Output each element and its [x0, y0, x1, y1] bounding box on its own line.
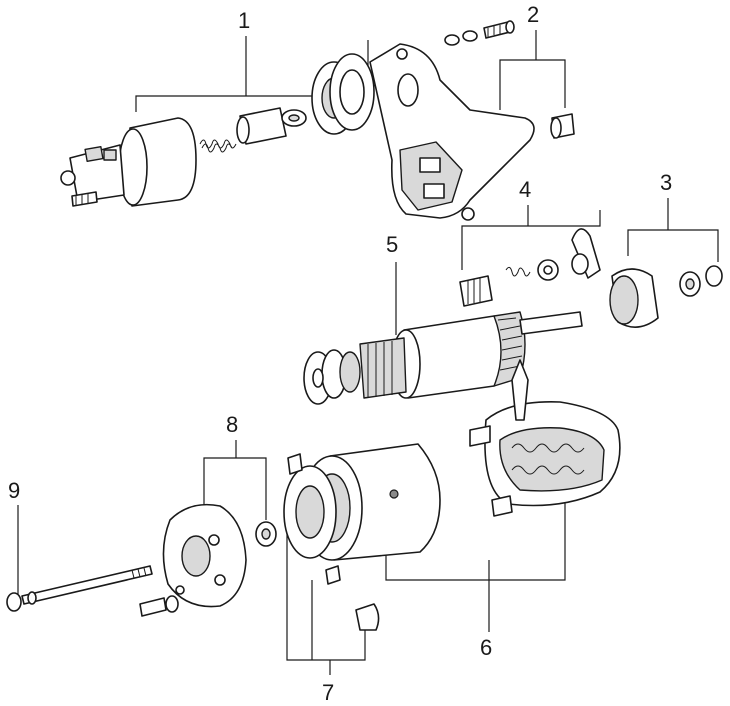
leader-7 — [286, 490, 366, 675]
leader-lines — [17, 30, 719, 675]
callout-label-3: 3 — [660, 170, 672, 195]
armature — [303, 311, 583, 405]
callout-label-5: 5 — [386, 232, 398, 257]
drive-end-housing — [311, 43, 535, 221]
through-bolt — [6, 565, 153, 612]
callout-label-8: 8 — [226, 412, 238, 437]
leader-3 — [627, 198, 719, 262]
end-plate-insulator — [283, 453, 380, 631]
drive-lever-set — [459, 228, 601, 307]
commutator-end-frame — [139, 503, 277, 617]
callout-label-7: 7 — [322, 680, 334, 705]
callout-label-6: 6 — [480, 635, 492, 660]
leader-8 — [203, 440, 267, 520]
leader-4 — [461, 205, 601, 270]
leader-6 — [385, 495, 566, 632]
callout-label-4: 4 — [519, 177, 531, 202]
housing-fasteners — [444, 20, 575, 139]
brush-holder — [469, 359, 621, 517]
leader-2 — [499, 30, 566, 110]
callout-label-9: 9 — [8, 478, 20, 503]
pinion-gear — [609, 265, 723, 328]
callout-label-1: 1 — [238, 8, 250, 33]
solenoid-switch — [60, 107, 307, 207]
callout-label-2: 2 — [527, 2, 539, 27]
